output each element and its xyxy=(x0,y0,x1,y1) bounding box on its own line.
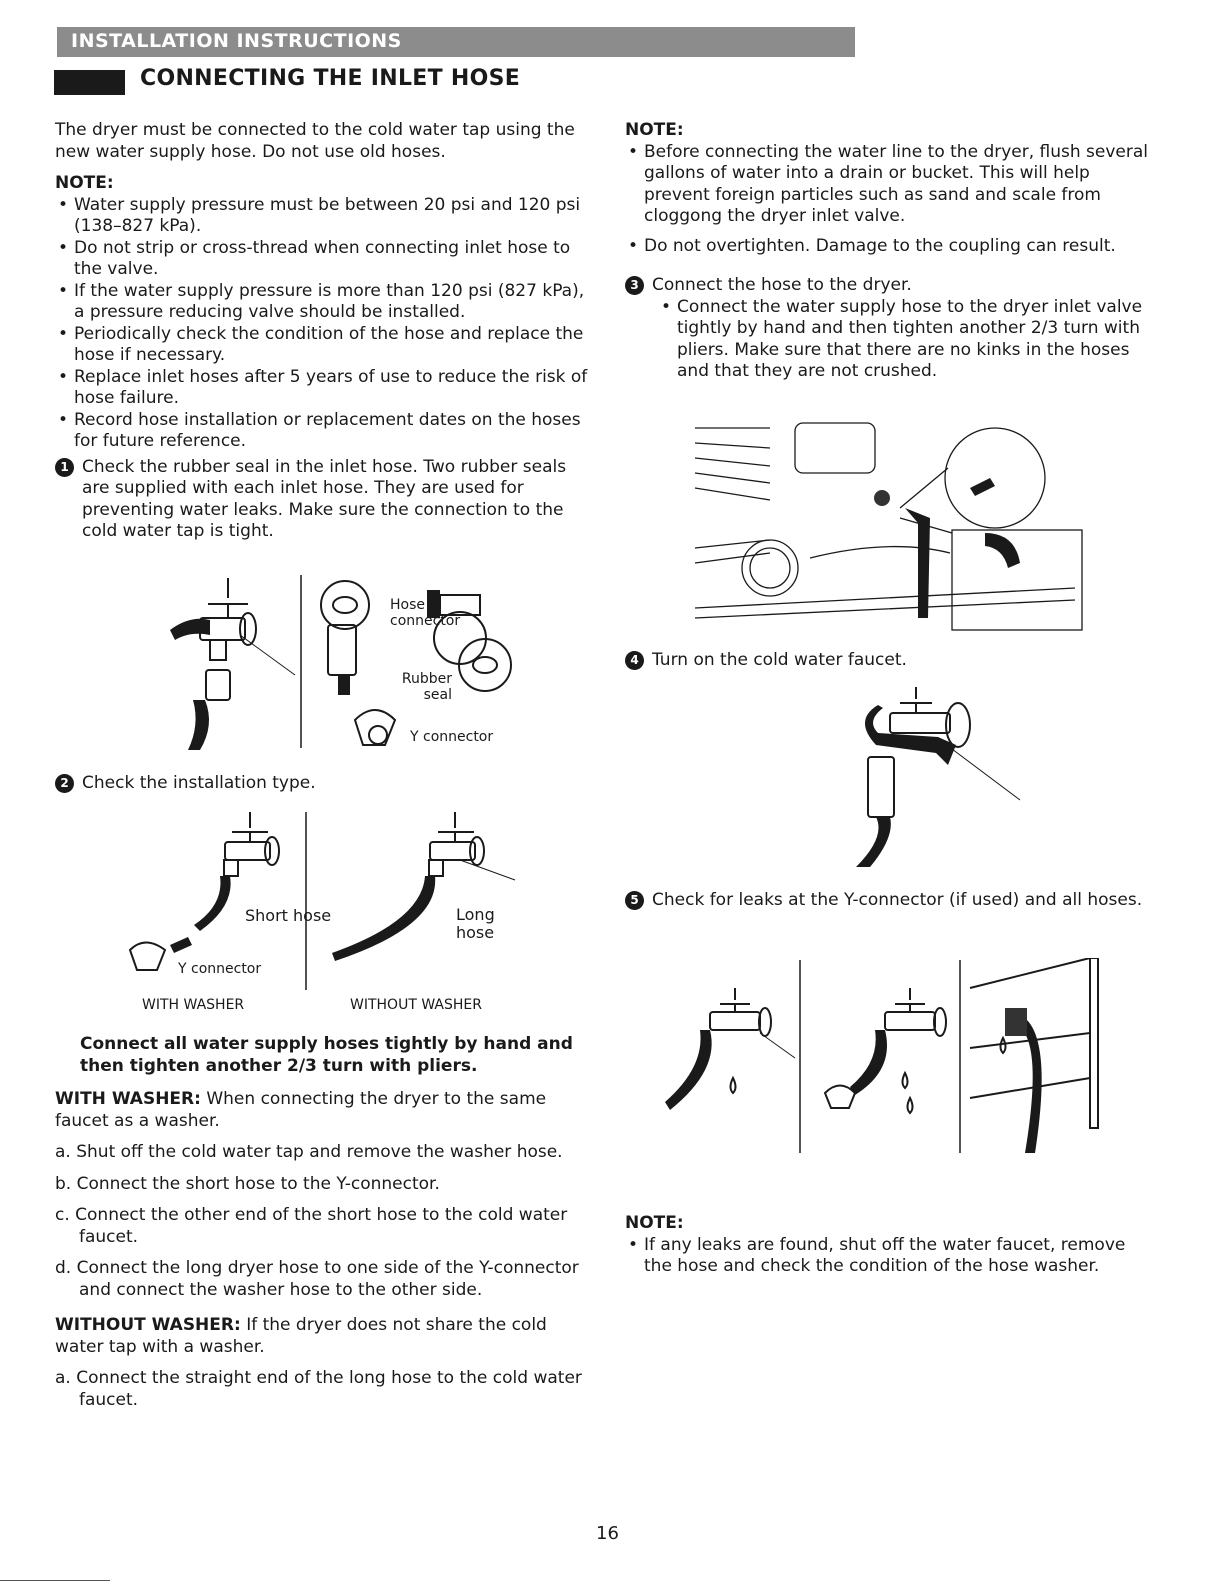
intro-text: The dryer must be connected to the cold … xyxy=(55,120,575,162)
note-item: Record hose installation or replacement … xyxy=(55,410,595,453)
rubber-seal-figure: Hose connector Rubber seal Y connector xyxy=(150,570,570,755)
step-3: 3 Connect the hose to the dryer. Connect… xyxy=(625,275,1150,383)
left-column-lower: Connect all water supply hoses tightly b… xyxy=(55,1034,595,1411)
short-hose-label: Short hose xyxy=(245,906,332,925)
without-washer-text: If the dryer does not share the cold wat… xyxy=(55,1315,547,1357)
step-4: 4 Turn on the cold water faucet. xyxy=(625,650,1150,672)
y-connector-label: Y connector xyxy=(410,729,494,745)
final-note-block: NOTE: If any leaks are found, shut off t… xyxy=(625,1213,1150,1278)
with-washer-item: b. Connect the short hose to the Y-conne… xyxy=(55,1173,440,1194)
with-washer-item: d. Connect the long dryer hose to one si… xyxy=(55,1258,579,1300)
step-text: Check the rubber seal in the inlet hose.… xyxy=(82,456,567,542)
step-3-subitem: Connect the water supply hose to the dry… xyxy=(658,297,1150,383)
step-4-row: 4 Turn on the cold water faucet. xyxy=(625,650,1150,672)
dryer-connection-figure xyxy=(690,418,1090,633)
note-label: NOTE: xyxy=(55,173,114,193)
step-number-badge: 3 xyxy=(625,276,644,295)
without-washer-item: a. Connect the straight end of the long … xyxy=(55,1368,582,1410)
without-washer-label: WITHOUT WASHER: xyxy=(55,1315,241,1335)
with-washer-item: a. Shut off the cold water tap and remov… xyxy=(55,1142,563,1162)
note-item: Do not overtighten. Damage to the coupli… xyxy=(625,236,1150,258)
note-item: Replace inlet hoses after 5 years of use… xyxy=(55,367,595,410)
step-number-badge: 5 xyxy=(625,891,644,910)
header-bar: INSTALLATION INSTRUCTIONS xyxy=(57,27,855,57)
note-item: Do not strip or cross-thread when connec… xyxy=(55,238,595,281)
note-label: NOTE: xyxy=(625,120,684,140)
step-number-badge: 4 xyxy=(625,651,644,670)
step-5-row: 5 Check for leaks at the Y-connector (if… xyxy=(625,890,1150,912)
note-item: Water supply pressure must be between 20… xyxy=(55,195,595,238)
step-2: 2 Check the installation type. xyxy=(55,773,595,795)
rubber-seal-label: Rubber seal xyxy=(401,671,452,703)
bold-instruction: Connect all water supply hoses tightly b… xyxy=(80,1034,573,1076)
cold-faucet-illustration xyxy=(856,687,1021,867)
header-title: INSTALLATION INSTRUCTIONS xyxy=(71,30,402,52)
page-number: 16 xyxy=(596,1523,619,1544)
dryer-inlet-illustration xyxy=(694,422,1083,631)
without-washer-caption: WITHOUT WASHER xyxy=(350,997,482,1013)
step-2-row: 2 Check the installation type. xyxy=(55,773,595,795)
note-item: If the water supply pressure is more tha… xyxy=(55,281,595,324)
with-washer-caption: WITH WASHER xyxy=(142,997,245,1013)
with-washer-item: c. Connect the other end of the short ho… xyxy=(55,1205,568,1247)
note-item: Periodically check the condition of the … xyxy=(55,324,595,367)
step-number-badge: 2 xyxy=(55,774,74,793)
with-without-washer-illustration xyxy=(128,812,516,990)
step-text: Connect the hose to the dryer. xyxy=(652,275,912,295)
note-label: NOTE: xyxy=(625,1213,684,1233)
step-text: Check the installation type. xyxy=(82,773,316,793)
hose-connector-label: Hose connector xyxy=(390,597,461,629)
section-title: CONNECTING THE INLET HOSE xyxy=(140,66,521,91)
step-text: Check for leaks at the Y-connector (if u… xyxy=(652,890,1143,910)
installation-type-figure: Short hose Long hose Y connector WITH WA… xyxy=(120,810,590,1020)
long-hose-label: Long hose xyxy=(456,905,495,942)
faucet-hose-illustration xyxy=(170,575,512,750)
leak-check-figure xyxy=(665,957,1105,1158)
with-washer-text: When connecting the dryer to the same fa… xyxy=(55,1089,547,1131)
right-column: NOTE: Before connecting the water line t… xyxy=(625,120,1150,383)
with-washer-label: WITH WASHER: xyxy=(55,1089,201,1109)
step-5: 5 Check for leaks at the Y-connector (if… xyxy=(625,890,1150,912)
section-marker xyxy=(54,70,125,95)
step-text: Turn on the cold water faucet. xyxy=(652,650,907,670)
note-item: If any leaks are found, shut off the wat… xyxy=(625,1235,1150,1278)
leak-check-illustration xyxy=(665,957,1099,1153)
footer-rule xyxy=(0,1580,110,1581)
note-item: Before connecting the water line to the … xyxy=(625,142,1150,228)
step-1: 1 Check the rubber seal in the inlet hos… xyxy=(55,457,595,543)
step-number-badge: 1 xyxy=(55,457,74,477)
left-column: The dryer must be connected to the cold … xyxy=(55,120,595,543)
y-connector-label: Y connector xyxy=(178,961,262,977)
faucet-on-figure xyxy=(840,685,1040,870)
